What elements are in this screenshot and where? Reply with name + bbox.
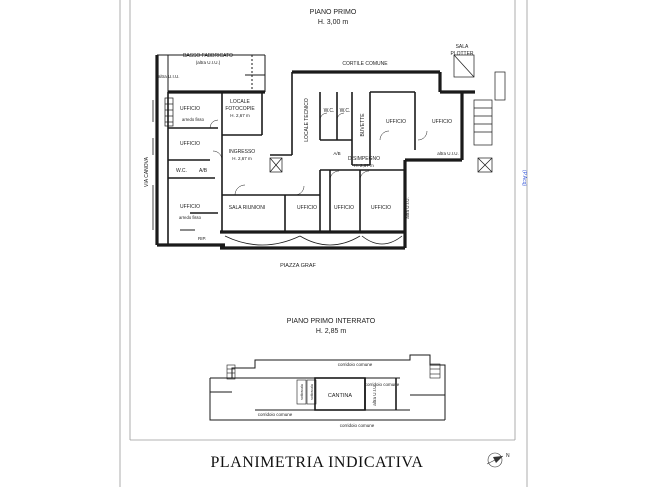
- label-rip: RIP.: [198, 236, 206, 241]
- label-wc-1: W.C.: [324, 108, 335, 114]
- label-locale-fotocopie-2: FOTOCOPIE: [225, 106, 255, 112]
- basement-labels: corridoio comune corridoio comune corrid…: [258, 362, 400, 428]
- label-cantina: CANTINA: [328, 393, 352, 399]
- label-cortile-comune: CORTILE COMUNE: [342, 61, 388, 67]
- label-arredo-fisso-a: arredo fisso: [182, 117, 205, 122]
- label-altra-uiu-left: altra U.I.U.: [158, 74, 180, 79]
- label-altra-uiu-basement: altra U.I.U.: [372, 384, 377, 406]
- label-sala-riunioni: SALA RIUNIONI: [229, 205, 265, 211]
- compass-north-icon: N: [486, 452, 510, 468]
- label-corridoio-bottom-right: corridoio comune: [340, 423, 375, 428]
- label-corridoio-bottom-left: corridoio comune: [258, 412, 293, 417]
- basement-height: H. 2,85 m: [316, 328, 347, 335]
- sheet-frame: [119, 0, 528, 487]
- label-ufficio-h: UFFICIO: [432, 119, 452, 125]
- label-ufficio-a: UFFICIO: [180, 106, 200, 112]
- label-buvette: BUVETTE: [360, 113, 366, 137]
- basement-plan: [209, 354, 446, 421]
- label-disimpegno-h: H. 2,67 m: [354, 163, 374, 168]
- label-ab-left: A/B: [199, 168, 208, 174]
- side-note: (P.Acq): [521, 170, 527, 186]
- label-piazza-graf: PIAZZA GRAF: [280, 263, 316, 269]
- label-basso-fabbricato: BASSO FABBRICATO: [183, 53, 233, 59]
- label-via-canova: VIA CANOVA: [144, 156, 150, 187]
- label-wc-2: W.C.: [340, 108, 351, 114]
- label-locale-fotocopie-h: H. 2,67 m: [230, 113, 250, 118]
- label-disimpegno: DISIMPEGNO: [348, 156, 380, 162]
- label-altra-uiu-top: (altra U.I.U.): [196, 60, 221, 65]
- label-ingresso: INGRESSO: [229, 149, 256, 155]
- label-ufficio-d: UFFICIO: [297, 205, 317, 211]
- label-sala-plotter-2: PLOTTER: [450, 51, 473, 57]
- label-sala-plotter-1: SALA: [456, 44, 469, 50]
- label-ab-mid: A/B: [333, 151, 340, 156]
- label-locale-fotocopie-1: LOCALE: [230, 99, 250, 105]
- label-sottoscala-2: sottoscala: [310, 384, 314, 400]
- basement-title: PIANO PRIMO INTERRATO: [287, 318, 376, 325]
- label-ufficio-b: UFFICIO: [180, 141, 200, 147]
- svg-text:N: N: [506, 453, 510, 459]
- sheet-title: PLANIMETRIA INDICATIVA: [211, 454, 424, 471]
- label-locale-tecnico: LOCALE TECNICO: [304, 98, 310, 142]
- label-corridoio-top: corridoio comune: [338, 362, 373, 367]
- label-ufficio-g: UFFICIO: [386, 119, 406, 125]
- first-floor-height: H. 3,00 m: [318, 19, 349, 26]
- label-ingresso-h: H. 2,67 m: [232, 156, 252, 161]
- label-altra-uiu-vertical: altra U.I.U.: [405, 197, 410, 219]
- label-wc-left: W.C.: [176, 168, 187, 174]
- label-ufficio-c: UFFICIO: [180, 204, 200, 210]
- label-altra-uiu-right: altra U.I.U.: [437, 151, 459, 156]
- label-ufficio-f: UFFICIO: [371, 205, 391, 211]
- first-floor-labels: BASSO FABBRICATO (altra U.I.U.) altra U.…: [144, 44, 474, 269]
- label-corridoio-mid: corridoio comune: [365, 382, 400, 387]
- label-sottoscala-1: sottoscala: [300, 384, 304, 400]
- label-ufficio-e: UFFICIO: [334, 205, 354, 211]
- first-floor-title: PIANO PRIMO: [310, 9, 357, 16]
- label-arredo-fisso-c: arredo fisso: [179, 215, 202, 220]
- first-floor-plan: [152, 54, 506, 250]
